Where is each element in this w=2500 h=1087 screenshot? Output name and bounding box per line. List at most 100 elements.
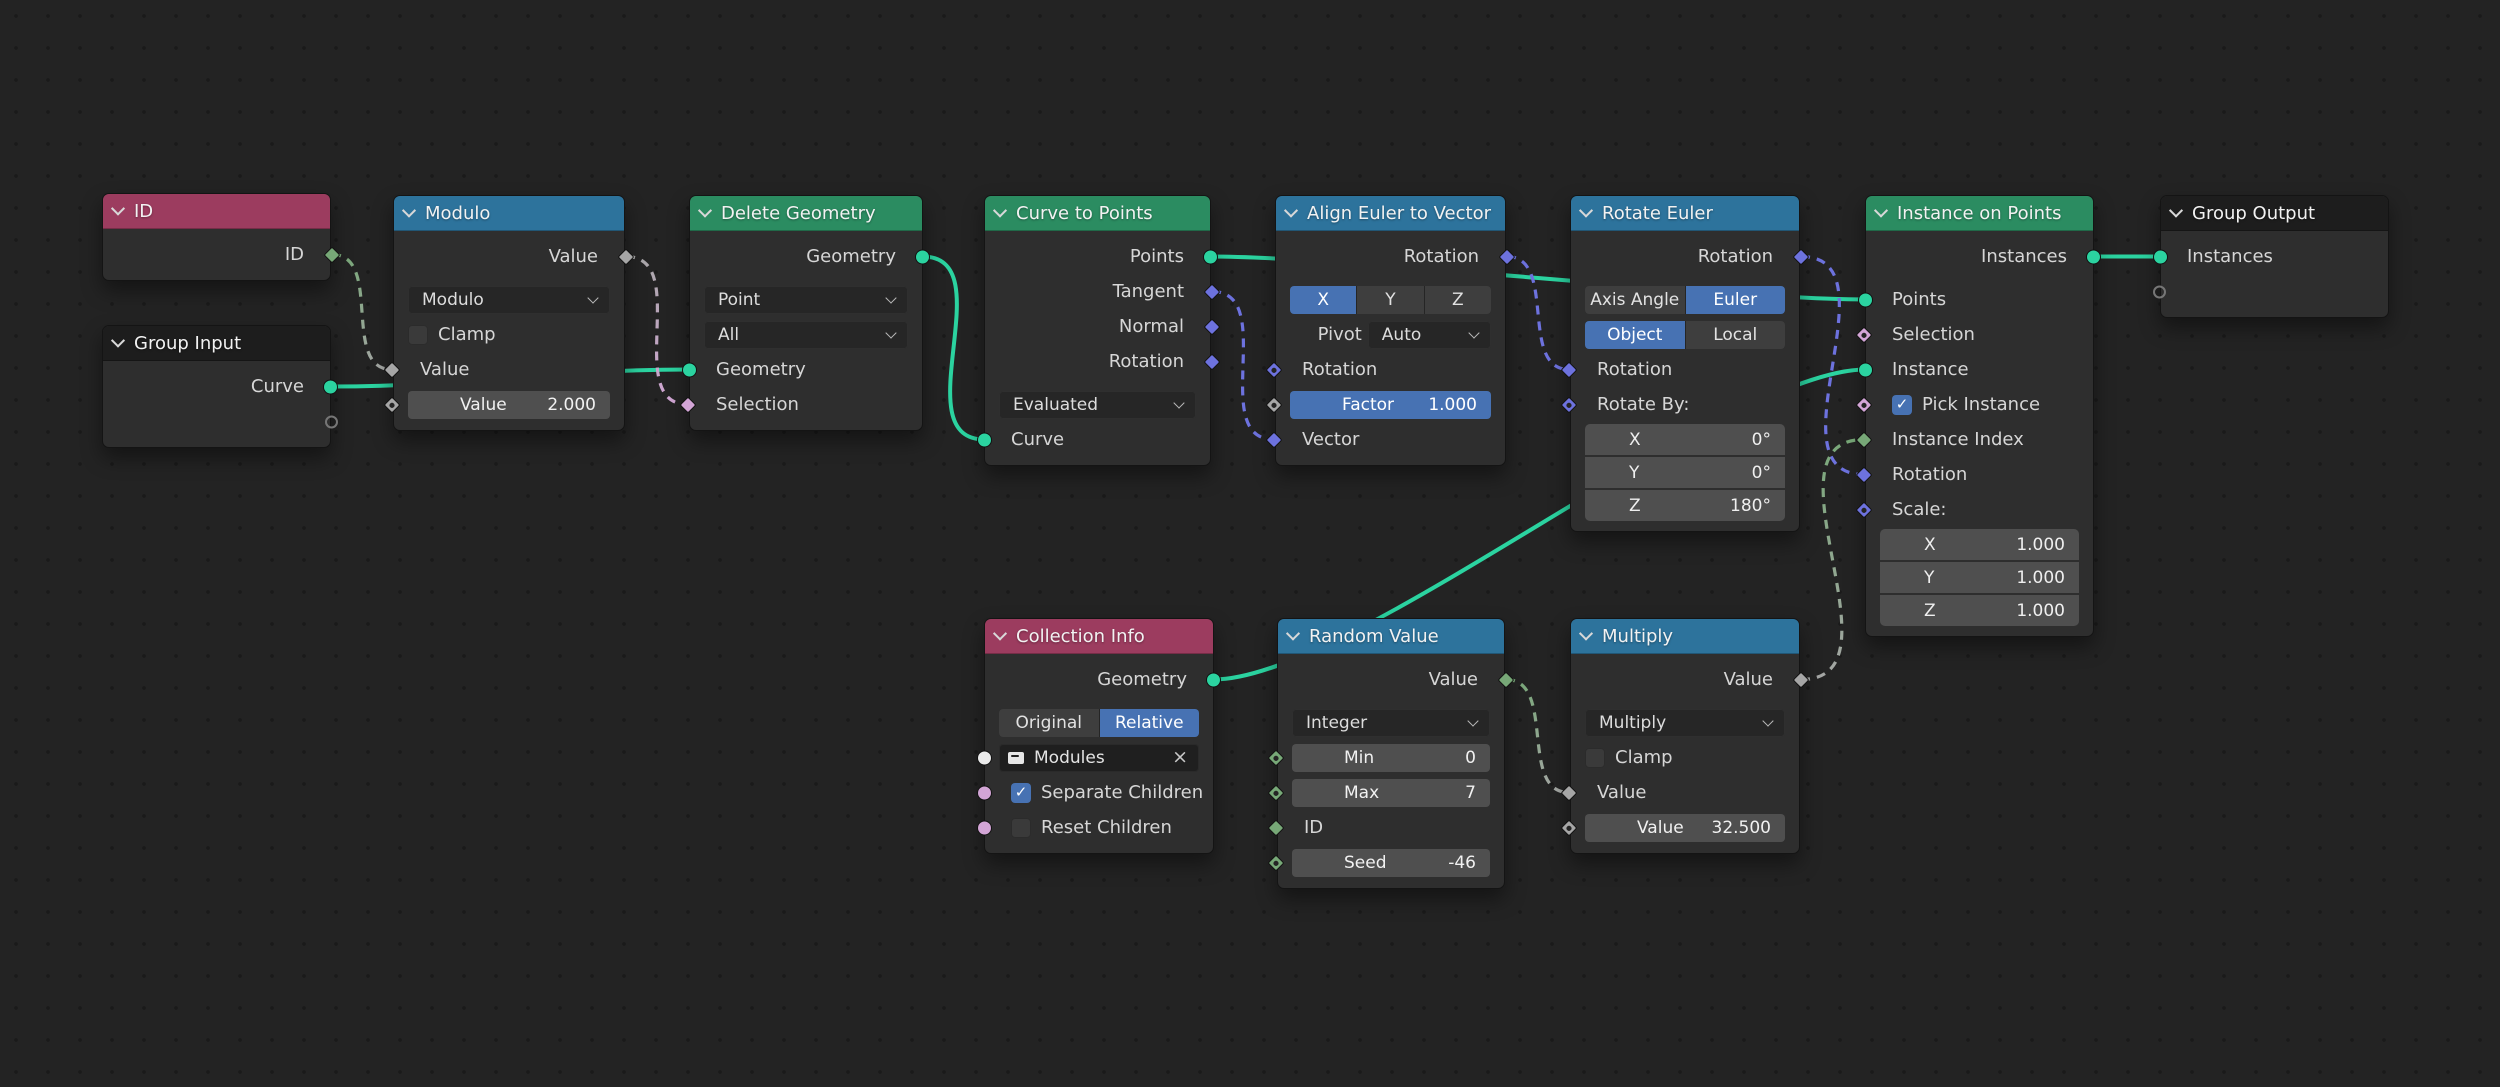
node-link[interactable]	[922, 254, 985, 442]
chevron-down-icon[interactable]	[110, 201, 126, 216]
node-header[interactable]: Curve to Points	[985, 196, 1210, 231]
socket-curve_to_points-points[interactable]	[1203, 249, 1218, 264]
node-header[interactable]: Multiply	[1571, 619, 1799, 654]
toggle-original[interactable]: Original	[999, 708, 1099, 737]
chevron-down-icon[interactable]	[1873, 203, 1889, 218]
socket-instance_on_points-instances_out[interactable]	[2086, 249, 2101, 264]
node-link[interactable]	[1506, 254, 1570, 372]
chevron-down-icon[interactable]	[1578, 626, 1594, 641]
chevron-down-icon[interactable]	[992, 203, 1008, 218]
node-link[interactable]	[1505, 677, 1570, 795]
socket-instance_on_points-instance[interactable]	[1858, 362, 1873, 377]
socket-collection_info-reset_children[interactable]	[977, 820, 992, 835]
socket-group_input-curve[interactable]	[323, 379, 338, 394]
close-icon[interactable]: ×	[1172, 746, 1188, 768]
socket-group_output-virtual[interactable]	[2153, 285, 2166, 298]
socket-instance_on_points-points[interactable]	[1858, 292, 1873, 307]
socket-delete_geometry-geo_in[interactable]	[682, 362, 697, 377]
socket-collection_info-collection[interactable]	[977, 750, 992, 765]
checkbox-pick-instance[interactable]: ✓	[1892, 394, 1912, 415]
checkbox-reset-children[interactable]	[1011, 817, 1031, 838]
chevron-down-icon[interactable]	[2168, 203, 2184, 218]
dropdown-multiply[interactable]: Multiply	[1585, 708, 1785, 737]
dropdown-point[interactable]: Point	[704, 285, 908, 314]
checkbox-separate-children[interactable]: ✓	[1011, 782, 1031, 803]
checkbox-clamp[interactable]	[408, 324, 428, 345]
node-header[interactable]: Random Value	[1278, 619, 1504, 654]
field-seed[interactable]: Seed-46	[1292, 848, 1490, 877]
chevron-down-icon[interactable]	[110, 333, 126, 348]
socket-collection_info-geo_out[interactable]	[1206, 672, 1221, 687]
node-header[interactable]: Group Output	[2161, 196, 2388, 231]
socket-collection_info-separate_children[interactable]	[977, 785, 992, 800]
socket-delete_geometry-geo_out[interactable]	[915, 249, 930, 264]
node-header[interactable]: Modulo	[394, 196, 624, 231]
row-input-rotate-by: Rotate By:	[1560, 387, 1799, 422]
row-output-blank	[103, 404, 338, 439]
node-header[interactable]: Instance on Points	[1866, 196, 2093, 231]
toggle-relative[interactable]: Relative	[1099, 708, 1199, 737]
socket-curve_to_points-curve[interactable]	[977, 432, 992, 447]
node-link[interactable]	[331, 252, 393, 372]
toggle-object[interactable]: Object	[1585, 320, 1685, 349]
chevron-down-icon[interactable]	[992, 626, 1008, 641]
toggle-axis-angle[interactable]: Axis Angle	[1585, 285, 1685, 314]
dropdown-auto[interactable]: Auto	[1367, 320, 1491, 349]
checkbox-clamp[interactable]	[1585, 747, 1605, 768]
chevron-down-icon[interactable]	[1578, 203, 1594, 218]
dropdown-modulo[interactable]: Modulo	[408, 285, 610, 314]
chevron-down-icon[interactable]	[697, 203, 713, 218]
toggle-y[interactable]: Y	[1357, 285, 1424, 314]
chevron-down-icon[interactable]	[1283, 203, 1299, 218]
field-label: Max	[1344, 782, 1380, 803]
node-header[interactable]: Rotate Euler	[1571, 196, 1799, 231]
node-header[interactable]: Align Euler to Vector	[1276, 196, 1505, 231]
dropdown-all[interactable]: All	[704, 320, 908, 349]
chevron-down-icon[interactable]	[401, 203, 417, 218]
node-header[interactable]: Delete Geometry	[690, 196, 922, 231]
toggle-euler[interactable]: Euler	[1685, 285, 1785, 314]
node-header[interactable]: Group Input	[103, 326, 330, 361]
toggle-x[interactable]: X	[1290, 285, 1357, 314]
toggle-local[interactable]: Local	[1685, 320, 1785, 349]
collection-field[interactable]: Modules×	[999, 743, 1199, 772]
node-header[interactable]: Collection Info	[985, 619, 1213, 654]
node-header[interactable]: ID	[103, 194, 330, 229]
toggle-z[interactable]: Z	[1424, 285, 1491, 314]
dropdown-evaluated[interactable]: Evaluated	[999, 390, 1196, 419]
node-link[interactable]	[1800, 437, 1865, 682]
node-link[interactable]	[625, 254, 689, 407]
node-link[interactable]	[1211, 289, 1275, 442]
node-link[interactable]	[1800, 254, 1865, 477]
socket-group_output-instances_in[interactable]	[2153, 249, 2168, 264]
dropdown-integer[interactable]: Integer	[1292, 708, 1490, 737]
chevron-down-icon[interactable]	[1285, 626, 1301, 641]
socket-group_input-virtual[interactable]	[325, 415, 338, 428]
